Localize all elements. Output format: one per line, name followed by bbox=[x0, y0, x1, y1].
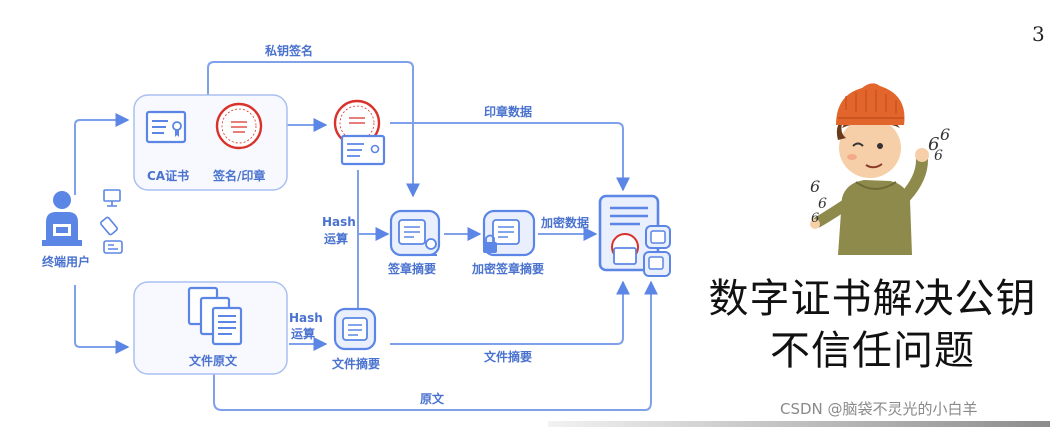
label-file-digest: 文件摘要 bbox=[332, 356, 380, 371]
label-private-key-sign: 私钥签名 bbox=[264, 43, 313, 58]
label-hash-op-2a: Hash bbox=[289, 311, 323, 325]
svg-text:6: 6 bbox=[810, 177, 820, 196]
signed-document-icon bbox=[598, 194, 671, 277]
encrypted-digest-icon bbox=[482, 209, 536, 257]
label-terminal-user: 终端用户 bbox=[42, 254, 90, 269]
connectors bbox=[74, 61, 658, 411]
monitor-icon bbox=[103, 189, 121, 202]
svg-text:6: 6 bbox=[940, 125, 950, 144]
svg-text:6: 6 bbox=[818, 196, 827, 212]
lock-icon bbox=[483, 242, 497, 253]
csdn-watermark: CSDN @脑袋不灵光的小白羊 bbox=[780, 400, 978, 418]
device-icons bbox=[100, 189, 123, 254]
svg-text:6: 6 bbox=[934, 148, 943, 164]
label-seal-digest: 签章摘要 bbox=[387, 261, 436, 276]
file-stack-icon bbox=[187, 286, 243, 346]
label-file-digest-edge: 文件摘要 bbox=[484, 349, 532, 364]
label-encrypted-seal-digest: 加密签章摘要 bbox=[471, 261, 544, 276]
svg-text:6: 6 bbox=[928, 134, 939, 155]
svg-text:6: 6 bbox=[811, 211, 819, 226]
file-digest-icon bbox=[333, 307, 377, 351]
edge-digest-to-doc bbox=[390, 280, 630, 345]
label-sign-seal: 签名/印章 bbox=[212, 168, 265, 183]
label-ca-cert: CA证书 bbox=[147, 168, 189, 183]
edge-original-text bbox=[213, 280, 658, 411]
slide-title-line2: 不信任问题 bbox=[770, 328, 975, 374]
signed-seal-icon bbox=[333, 99, 386, 166]
edge-user-to-ca bbox=[74, 113, 130, 195]
slide-title-line1: 数字证书解决公钥 bbox=[708, 276, 1037, 322]
label-original-text: 原文 bbox=[420, 391, 445, 406]
red-seal-icon bbox=[215, 102, 263, 150]
terminal-user-icon bbox=[42, 191, 82, 246]
bottom-shadow-bar bbox=[548, 421, 1050, 427]
card-icon bbox=[103, 240, 123, 254]
edge-user-to-file bbox=[74, 285, 130, 354]
page-number: 3 bbox=[1032, 22, 1045, 46]
usb-key-icon bbox=[100, 216, 118, 236]
label-seal-data: 印章数据 bbox=[484, 104, 532, 119]
cartoon-character-illustration: 6 6 6 6 6 6 bbox=[810, 83, 950, 255]
label-hash-op-1b: 运算 bbox=[324, 231, 348, 246]
label-hash-op-1a: Hash bbox=[322, 215, 356, 229]
edge-private-key-sign bbox=[207, 61, 420, 198]
label-file-original: 文件原文 bbox=[189, 353, 238, 368]
seal-digest-icon bbox=[389, 209, 441, 257]
label-encrypted-data: 加密数据 bbox=[540, 215, 589, 230]
ca-cert-icon bbox=[145, 110, 187, 144]
label-hash-op-2b: 运算 bbox=[291, 326, 315, 341]
edge-seal-data bbox=[390, 122, 630, 192]
